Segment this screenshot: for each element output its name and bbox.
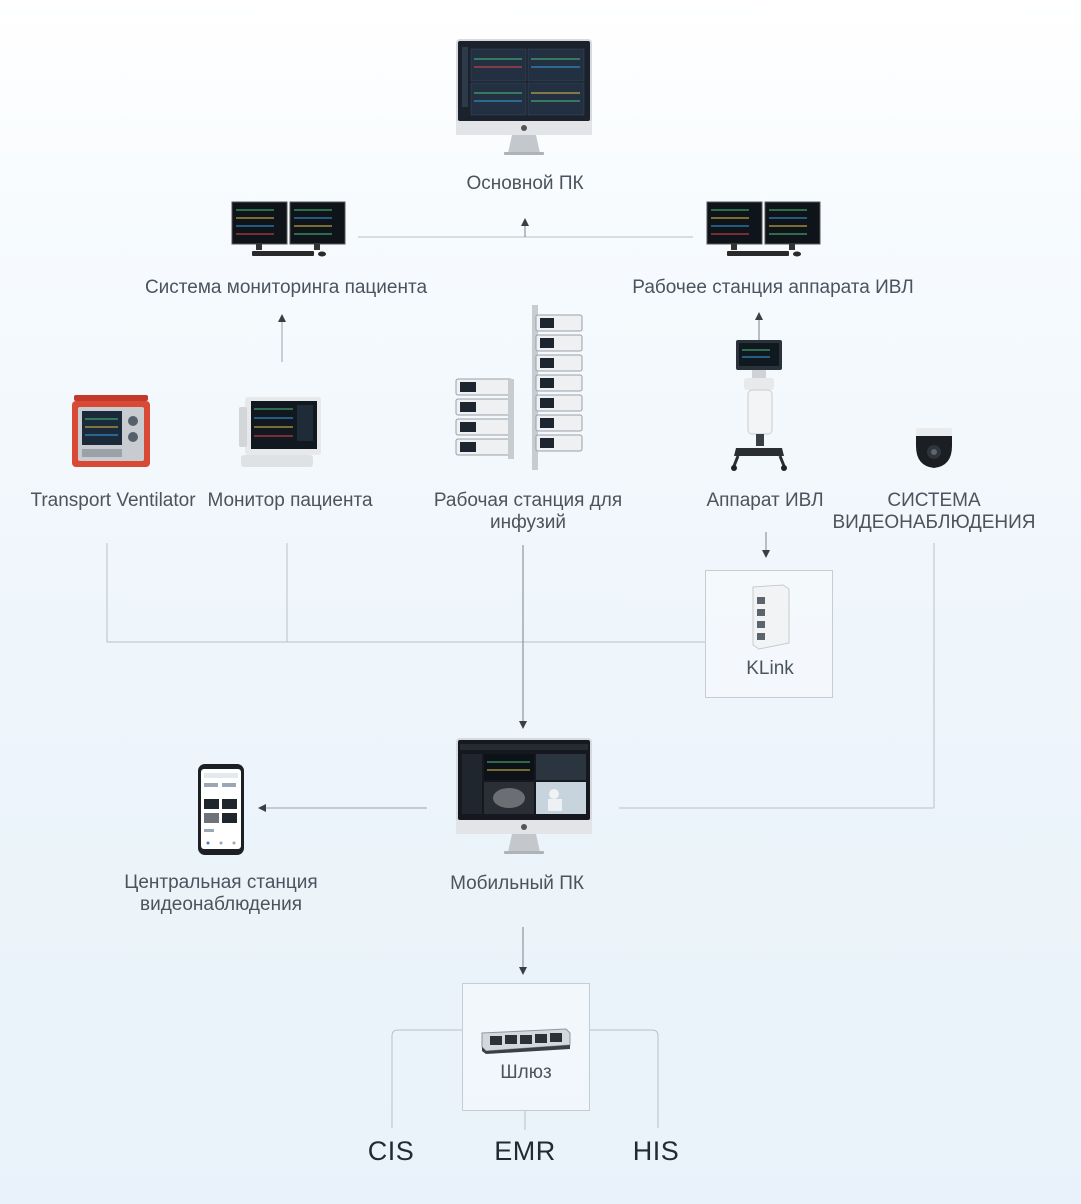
infusion-workstation-label: Рабочая станция для инфузий: [433, 490, 623, 533]
main-pc-label: Основной ПК: [466, 173, 584, 194]
network-switch-icon: [752, 584, 790, 650]
imac-icon: [456, 738, 592, 854]
klink-label: KLink: [746, 658, 794, 679]
infusion-pump-stack-icon: [455, 305, 583, 470]
his-label: HIS: [632, 1136, 680, 1166]
patient-monitor-icon: [239, 397, 321, 467]
transport-ventilator-label: Transport Ventilator: [30, 490, 196, 511]
patient-monitoring-system-label: Система мониторинга пациента: [144, 277, 428, 298]
mobile-pc-label: Мобильный ПК: [450, 873, 584, 894]
dual-monitor-icon: [706, 201, 821, 257]
dome-camera-icon: [916, 428, 952, 468]
transport-ventilator-icon: [72, 395, 150, 467]
patient-monitor-label: Монитор пациента: [207, 490, 373, 511]
ventilator-workstation-label: Рабочее станция аппарата ИВЛ: [632, 277, 914, 298]
cis-label: CIS: [367, 1136, 415, 1166]
ventilator-label: Аппарат ИВЛ: [706, 490, 824, 511]
server-rack-icon: [481, 1028, 571, 1054]
emr-label: EMR: [494, 1136, 556, 1166]
central-video-station-label: Центральная станция видеонаблюдения: [124, 872, 318, 915]
smartphone-icon: [198, 764, 244, 855]
video-surveillance-system-label: СИСТЕМА ВИДЕОНАБЛЮДЕНИЯ: [832, 490, 1036, 533]
ventilator-cart-icon: [731, 340, 787, 471]
dual-monitor-icon: [231, 201, 346, 257]
imac-icon: [456, 39, 592, 155]
gateway-label: Шлюз: [500, 1062, 552, 1083]
